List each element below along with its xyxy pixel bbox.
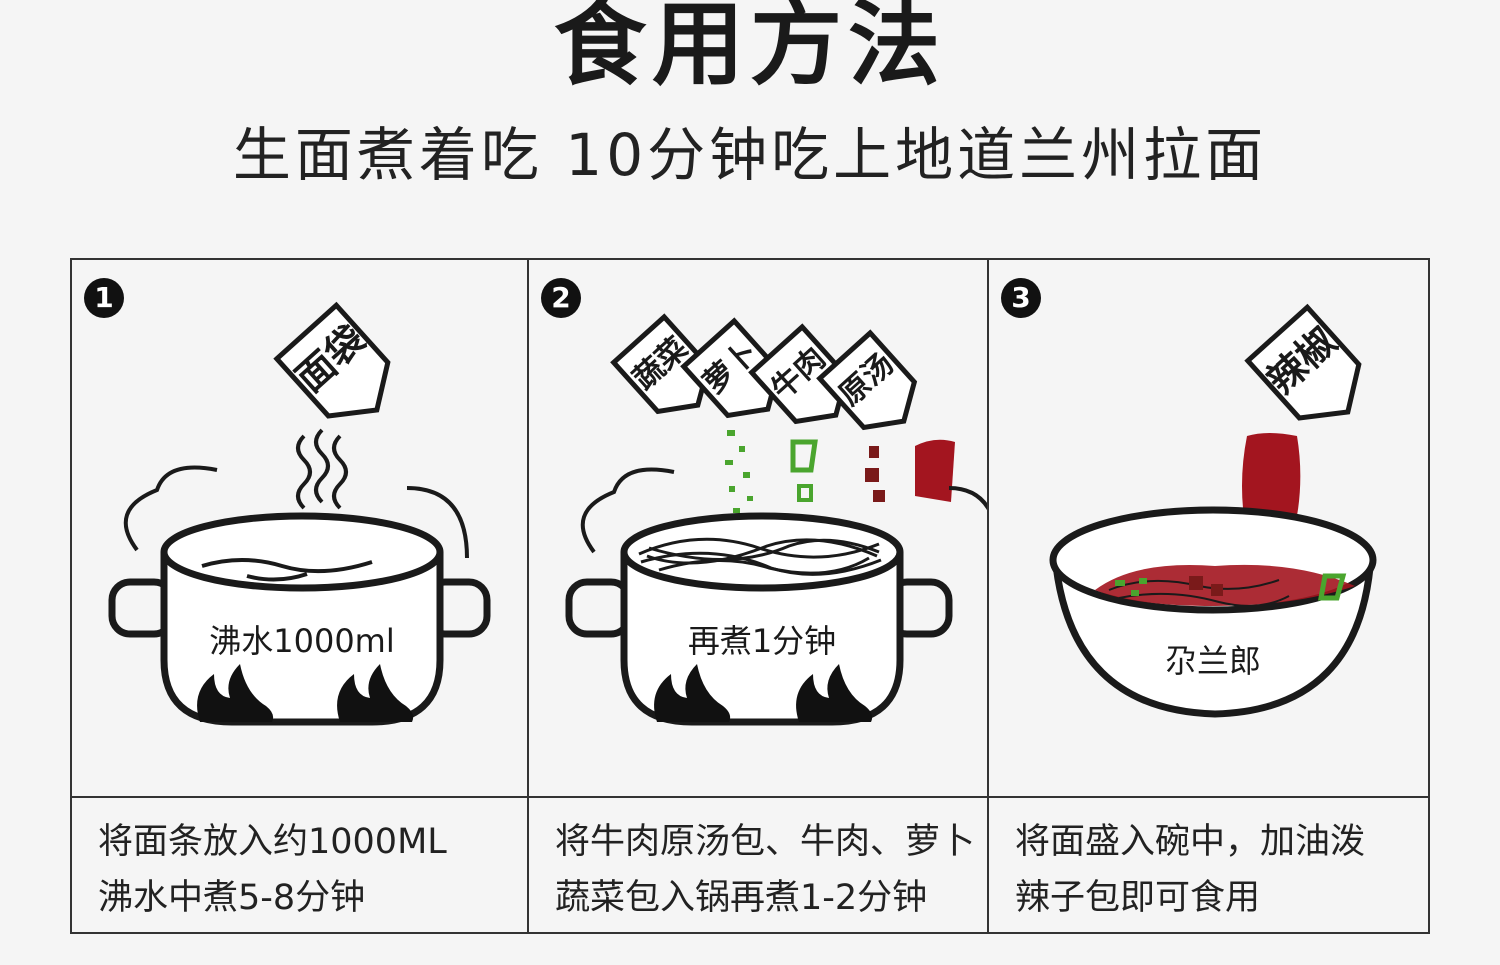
broth-packet-icon: 原汤 xyxy=(816,329,918,431)
step-2-panel: 2 蔬菜 萝卜 牛肉 原汤 xyxy=(527,260,1001,934)
flame-icon xyxy=(654,664,731,722)
beef-packet-icon: 牛肉 xyxy=(748,323,850,425)
vegetable-bits-icon xyxy=(1115,578,1147,596)
caption-line: 将牛肉原汤包、牛肉、萝卜 xyxy=(555,822,976,862)
radish-slice-icon xyxy=(790,439,818,473)
noodles-icon xyxy=(638,537,882,576)
caption-line: 将面盛入碗中，加油泼 xyxy=(1015,822,1366,862)
page-subtitle: 生面煮着吃 10分钟吃上地道兰州拉面 xyxy=(232,121,1268,189)
pot-label: 沸水1000ml xyxy=(209,622,395,660)
pot-illustration: 面袋 沸水1000ml xyxy=(108,301,491,726)
step-1-panel: 1 面袋 xyxy=(72,260,527,932)
pot-illustration: 蔬菜 萝卜 牛肉 原汤 xyxy=(565,313,1001,726)
caption-line: 将面条放入约1000ML xyxy=(98,822,447,862)
step-2-illustration: 2 蔬菜 萝卜 牛肉 原汤 xyxy=(529,260,1001,796)
bowl-brand-label: 尕兰郎 xyxy=(1165,642,1261,680)
noodle-packet-icon: 面袋 xyxy=(273,301,391,419)
pot-label: 再煮1分钟 xyxy=(688,622,836,660)
broth-pour-icon xyxy=(915,439,955,502)
bowl-illustration: 辣椒 xyxy=(1049,303,1377,718)
step-1-illustration: 1 面袋 xyxy=(72,260,527,796)
flame-icon xyxy=(197,664,274,722)
caption-line: 蔬菜包入锅再煮1-2分钟 xyxy=(555,878,928,918)
step-1-number-badge: 1 xyxy=(84,278,124,318)
page-title: 食用方法 xyxy=(553,0,946,98)
vegetable-bits-icon xyxy=(725,430,753,513)
beef-cubes-icon xyxy=(865,446,885,502)
flame-icon xyxy=(796,664,873,722)
step-2-caption: 将牛肉原汤包、牛肉、萝卜 蔬菜包入锅再煮1-2分钟 xyxy=(529,796,987,934)
steps-grid: 1 面袋 xyxy=(70,258,1430,934)
chili-packet-icon: 辣椒 xyxy=(1244,303,1362,421)
step-3-panel: 3 辣椒 xyxy=(987,260,1428,932)
caption-line: 辣子包即可食用 xyxy=(1015,878,1261,918)
step-3-number-badge: 3 xyxy=(1001,278,1041,318)
caption-line: 沸水中煮5-8分钟 xyxy=(98,878,366,918)
step-3-caption: 将面盛入碗中，加油泼 辣子包即可食用 xyxy=(989,796,1428,934)
step-3-illustration: 3 辣椒 xyxy=(989,260,1428,796)
step-2-number-badge: 2 xyxy=(541,278,581,318)
flame-icon xyxy=(337,664,414,722)
step-1-caption: 将面条放入约1000ML 沸水中煮5-8分钟 xyxy=(72,796,527,934)
beef-cubes-icon xyxy=(1189,576,1223,596)
